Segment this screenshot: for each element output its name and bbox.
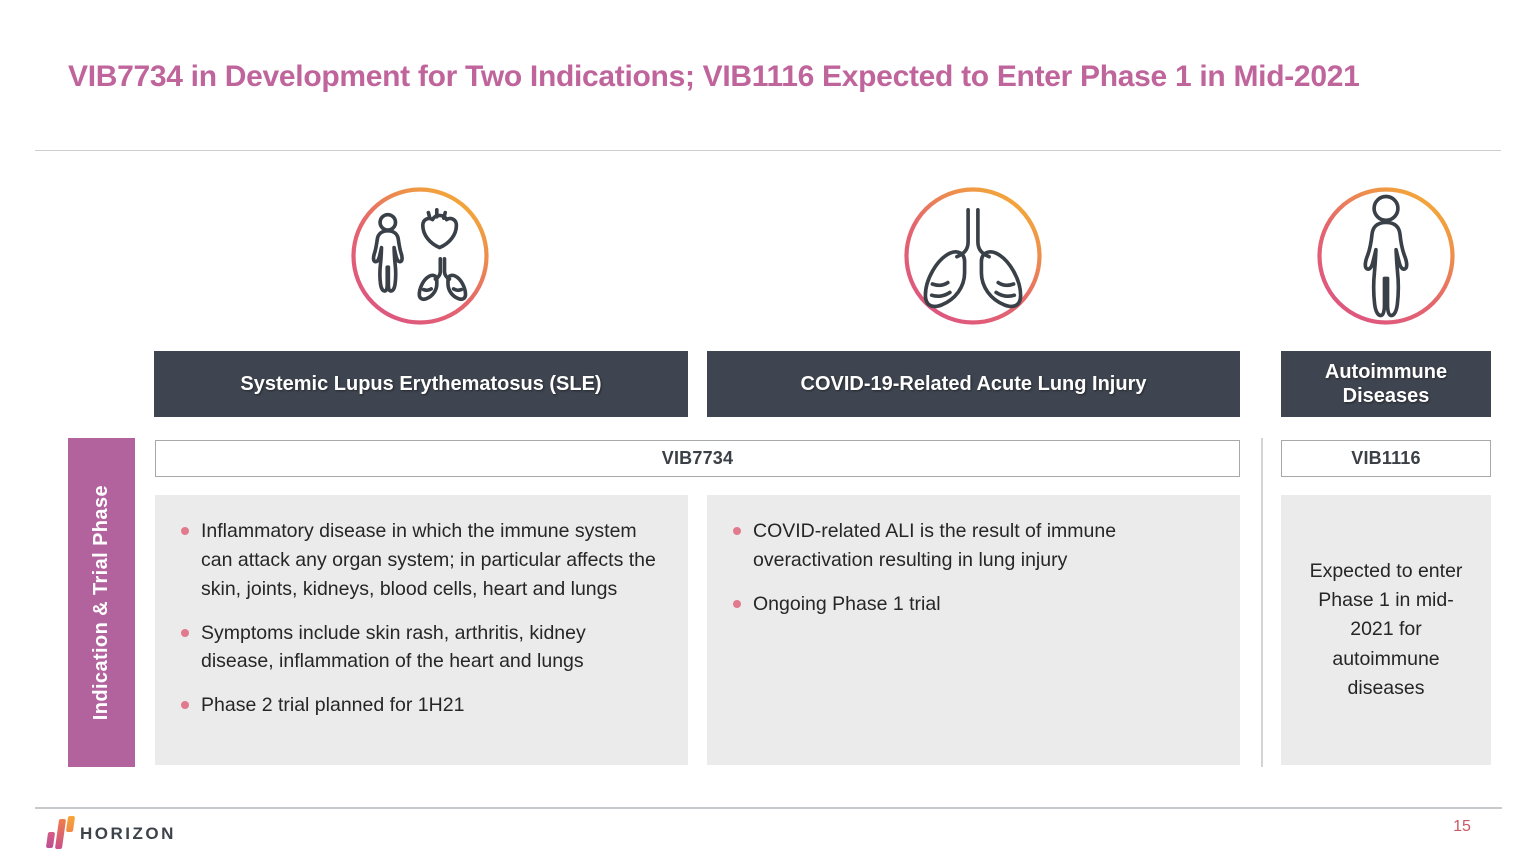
drug-box-vib1116: VIB1116 — [1281, 440, 1491, 477]
human-figure-icon — [1316, 186, 1456, 326]
list-item: COVID-related ALI is the result of immun… — [733, 517, 1214, 575]
horizon-logo: HORIZON — [45, 814, 246, 856]
title-divider — [35, 150, 1501, 151]
lungs-icon — [903, 186, 1043, 326]
page-number: 15 — [1453, 818, 1471, 835]
bullet-text: Symptoms include skin rash, arthritis, k… — [201, 621, 586, 673]
horizon-logo-icon — [45, 816, 76, 852]
column-header-covid: COVID-19-Related Acute Lung Injury — [707, 351, 1240, 417]
footer-divider — [35, 807, 1502, 809]
row-label-indication-trial-phase: Indication & Trial Phase — [68, 438, 135, 767]
bullet-text: COVID-related ALI is the result of immun… — [753, 520, 1117, 571]
bullet-dot-icon — [733, 527, 741, 535]
content-box-sle: Inflammatory disease in which the immune… — [155, 495, 688, 765]
bullet-text: Inflammatory disease in which the immune… — [201, 520, 656, 600]
bullet-dot-icon — [181, 701, 189, 710]
drug-box-vib7734: VIB7734 — [155, 440, 1240, 477]
bullet-dot-icon — [733, 599, 741, 608]
human-heart-lungs-icon — [350, 186, 490, 326]
autoimmune-body-text: Expected to enter Phase 1 in mid-2021 fo… — [1309, 559, 1463, 699]
slide-title: VIB7734 in Development for Two Indicatio… — [68, 60, 1360, 93]
bullet-dot-icon — [181, 628, 189, 637]
list-item: Phase 2 trial planned for 1H21 — [181, 691, 662, 720]
row-label-text: Indication & Trial Phase — [90, 484, 112, 721]
column-divider — [1261, 438, 1263, 767]
content-box-autoimmune: Expected to enter Phase 1 in mid-2021 fo… — [1281, 495, 1491, 765]
list-item: Inflammatory disease in which the immune… — [181, 517, 662, 604]
horizon-logo-text: HORIZON — [80, 824, 176, 843]
bullet-text: Phase 2 trial planned for 1H21 — [201, 694, 465, 717]
column-header-autoimmune: Autoimmune Diseases — [1281, 351, 1491, 417]
bullet-dot-icon — [181, 527, 189, 535]
bullet-text: Ongoing Phase 1 trial — [753, 592, 941, 615]
list-item: Symptoms include skin rash, arthritis, k… — [181, 619, 662, 677]
content-box-covid: COVID-related ALI is the result of immun… — [707, 495, 1240, 765]
list-item: Ongoing Phase 1 trial — [733, 590, 1214, 619]
column-header-sle: Systemic Lupus Erythematosus (SLE) — [154, 351, 688, 417]
